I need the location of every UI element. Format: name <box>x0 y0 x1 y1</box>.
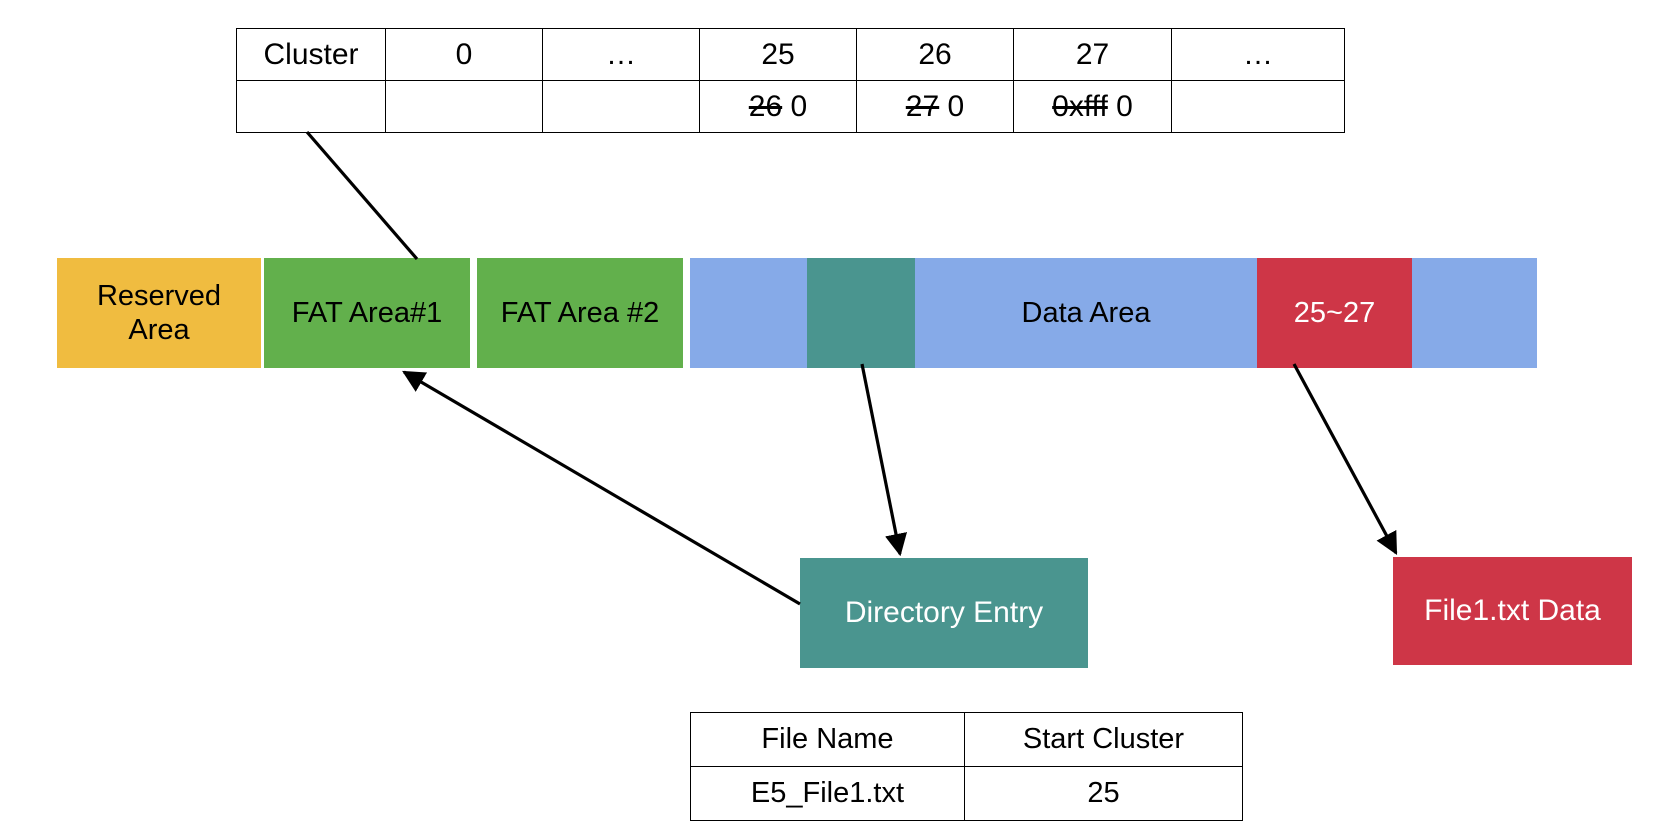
connector-directory-entry-to-fat-area-1 <box>402 370 801 606</box>
connector-fat-table-to-fat-area-1 <box>305 130 419 261</box>
bar-segment-data-area: Data Area <box>915 258 1257 368</box>
reserved-area-label-line2: Area <box>128 314 190 346</box>
bar-segment-clusters-25-27: 25~27 <box>1257 258 1412 368</box>
fat-value-25-spacer <box>782 90 790 123</box>
fat-header-25: 25 <box>699 28 857 81</box>
fat-table-header-row: Cluster 0 … 25 26 27 … <box>236 28 1345 81</box>
fat-value-26: 27 0 <box>856 80 1014 133</box>
bar-segment-data-area-pre <box>690 258 807 368</box>
connector-clusters-to-file-data <box>1292 363 1398 555</box>
fat-value-27-plain: 0 <box>1116 89 1133 123</box>
dir-table-header-row: File Name Start Cluster <box>690 712 1243 767</box>
bar-segment-reserved-area: Reserved Area <box>57 258 261 368</box>
fat-value-25-struck: 26 <box>748 89 783 123</box>
dir-table-row: E5_File1.txt 25 <box>690 766 1243 821</box>
fat-value-25: 26 0 <box>699 80 857 133</box>
fat-header-cluster: Cluster <box>236 28 386 81</box>
bar-segment-directory-entry-slot <box>807 258 915 368</box>
directory-entry-callout: Directory Entry <box>800 558 1088 668</box>
dir-cell-start-cluster: 25 <box>964 766 1243 821</box>
dir-cell-file-name: E5_File1.txt <box>690 766 965 821</box>
fat-value-26-spacer <box>939 90 947 123</box>
bar-segment-fat-area-2: FAT Area #2 <box>477 258 683 368</box>
fat-value-gap-2 <box>1171 80 1345 133</box>
reserved-area-label-line1: Reserved <box>96 279 222 312</box>
fat-value-26-plain: 0 <box>947 89 965 123</box>
directory-entry-table: File Name Start Cluster E5_File1.txt 25 <box>690 712 1243 821</box>
fat-value-27-struck: 0xfff <box>1052 89 1108 123</box>
fat-header-gap-2: … <box>1171 28 1345 81</box>
fat-header-26: 26 <box>856 28 1014 81</box>
fat-value-0 <box>385 80 543 133</box>
fat-cluster-table: Cluster 0 … 25 26 27 … 26 0 27 0 0xfff 0 <box>236 28 1345 133</box>
file-data-callout: File1.txt Data <box>1393 557 1632 665</box>
fat-value-27-spacer <box>1108 90 1116 123</box>
fat-value-26-struck: 27 <box>905 89 940 123</box>
fat-header-27: 27 <box>1013 28 1172 81</box>
fat-value-gap-1 <box>542 80 700 133</box>
fat-value-27: 0xfff 0 <box>1013 80 1172 133</box>
fat-value-25-plain: 0 <box>790 89 808 123</box>
bar-segment-data-area-post <box>1412 258 1537 368</box>
fat-value-cluster-label <box>236 80 386 133</box>
bar-segment-fat-area-1: FAT Area#1 <box>264 258 470 368</box>
fat-header-0: 0 <box>385 28 543 81</box>
reserved-area-label-wrap: Reserved Area <box>97 279 221 347</box>
dir-header-start-cluster: Start Cluster <box>964 712 1243 767</box>
dir-header-file-name: File Name <box>690 712 965 767</box>
fat-header-gap-1: … <box>542 28 700 81</box>
fat-table-value-row: 26 0 27 0 0xfff 0 <box>236 80 1345 133</box>
connector-data-area-to-directory-entry <box>860 363 908 557</box>
